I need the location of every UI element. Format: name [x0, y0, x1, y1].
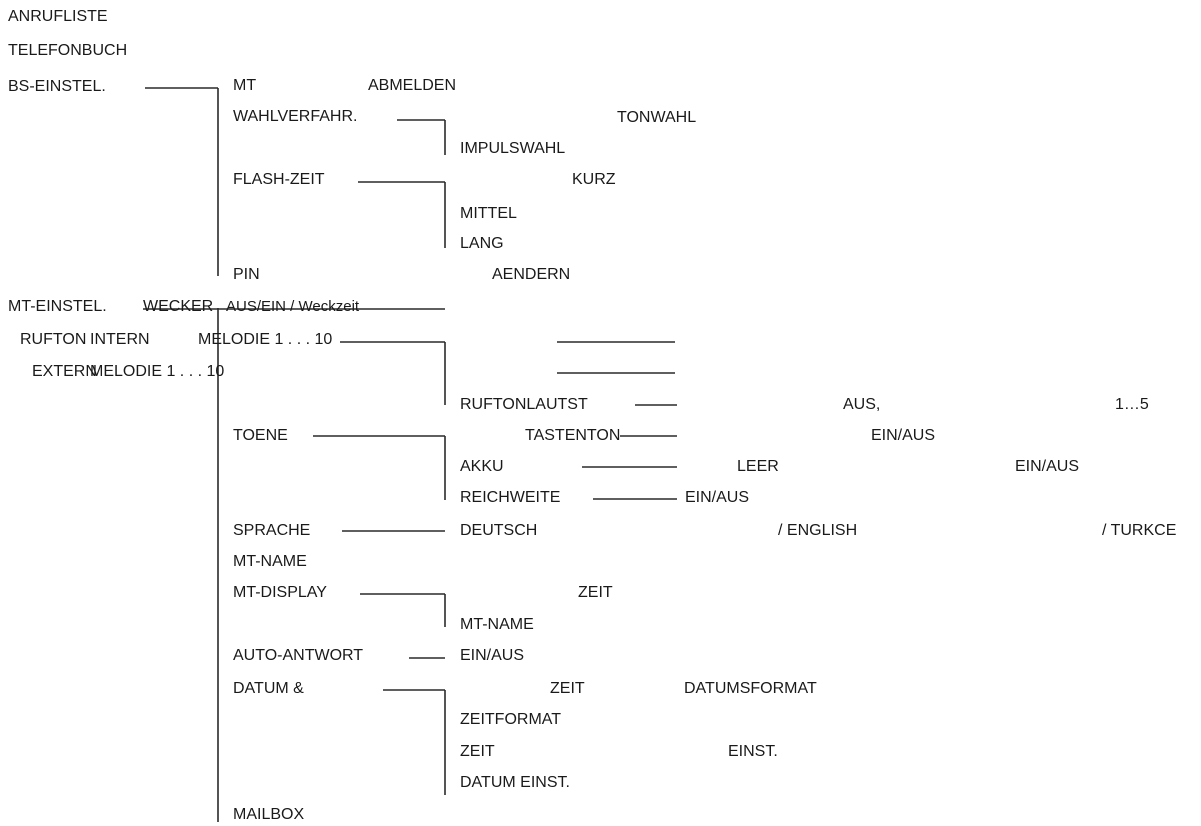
- menu-item-mt-einstel: MT-EINSTEL.: [8, 298, 107, 315]
- submenu-item-pin: PIN: [233, 266, 260, 283]
- option-reichweite: REICHWEITE: [460, 489, 561, 506]
- menu-item-rufton: RUFTON: [20, 331, 87, 348]
- option-zeit: ZEIT: [578, 584, 613, 601]
- option-tonwahl: TONWAHL: [617, 109, 697, 126]
- option-ein-aus: EIN/AUS: [685, 489, 750, 506]
- option-datum-einst: DATUM EINST.: [460, 774, 570, 791]
- submenu-item-mt: MT: [233, 77, 257, 94]
- submenu-item-intern: INTERN: [90, 331, 150, 348]
- option-range-1-5: 1…5: [1115, 396, 1149, 413]
- submenu-item-mt-display: MT-DISPLAY: [233, 584, 327, 601]
- option-zeit-einst: ZEIT: [460, 743, 495, 760]
- submenu-item-auto-antwort: AUTO-ANTWORT: [233, 647, 364, 664]
- option-deutsch: DEUTSCH: [460, 522, 538, 539]
- submenu-item-mt-name: MT-NAME: [233, 553, 307, 570]
- submenu-item-ruftonlautst: RUFTONLAUTST: [460, 396, 588, 413]
- option-mittel: MITTEL: [460, 205, 517, 222]
- menu-item-anrufliste: ANRUFLISTE: [8, 8, 108, 25]
- menu-item-telefonbuch: TELEFONBUCH: [8, 42, 128, 59]
- option-datumsformat: DATUMSFORMAT: [684, 680, 817, 697]
- option-aus: AUS,: [843, 396, 881, 413]
- option-akku: AKKU: [460, 458, 504, 475]
- submenu-item-sprache: SPRACHE: [233, 522, 311, 539]
- option-abmelden: ABMELDEN: [368, 77, 457, 94]
- option-ein-aus: EIN/AUS: [871, 427, 936, 444]
- option-mt-name: MT-NAME: [460, 616, 534, 633]
- option-tastenton: TASTENTON: [525, 427, 621, 444]
- submenu-item-wecker: WECKER: [143, 298, 214, 315]
- option-wecker-settings: AUS/EIN / Weckzeit: [226, 298, 360, 315]
- option-ein-aus: EIN/AUS: [460, 647, 525, 664]
- submenu-item-wahlverfahr: WAHLVERFAHR.: [233, 108, 358, 125]
- option-zeit: ZEIT: [550, 680, 585, 697]
- option-english: / ENGLISH: [778, 522, 858, 539]
- option-kurz: KURZ: [572, 171, 616, 188]
- menu-item-bs-einstel: BS-EINSTEL.: [8, 78, 106, 95]
- option-leer: LEER: [737, 458, 779, 475]
- submenu-item-mailbox: MAILBOX: [233, 806, 305, 823]
- menu-item-extern: EXTERN: [32, 363, 97, 380]
- option-melodie-extern: MELODIE 1 . . . 10: [90, 363, 225, 380]
- option-lang: LANG: [460, 235, 504, 252]
- option-turkce: / TURKCE: [1102, 522, 1177, 539]
- option-aendern: AENDERN: [492, 266, 571, 283]
- submenu-item-datum: DATUM &: [233, 680, 304, 697]
- submenu-item-toene: TOENE: [233, 427, 288, 444]
- option-melodie-intern: MELODIE 1 . . . 10: [198, 331, 333, 348]
- submenu-item-flash-zeit: FLASH-ZEIT: [233, 171, 325, 188]
- option-einst: EINST.: [728, 743, 778, 760]
- option-zeitformat: ZEITFORMAT: [460, 711, 562, 728]
- option-ein-aus: EIN/AUS: [1015, 458, 1080, 475]
- option-impulswahl: IMPULSWAHL: [460, 140, 566, 157]
